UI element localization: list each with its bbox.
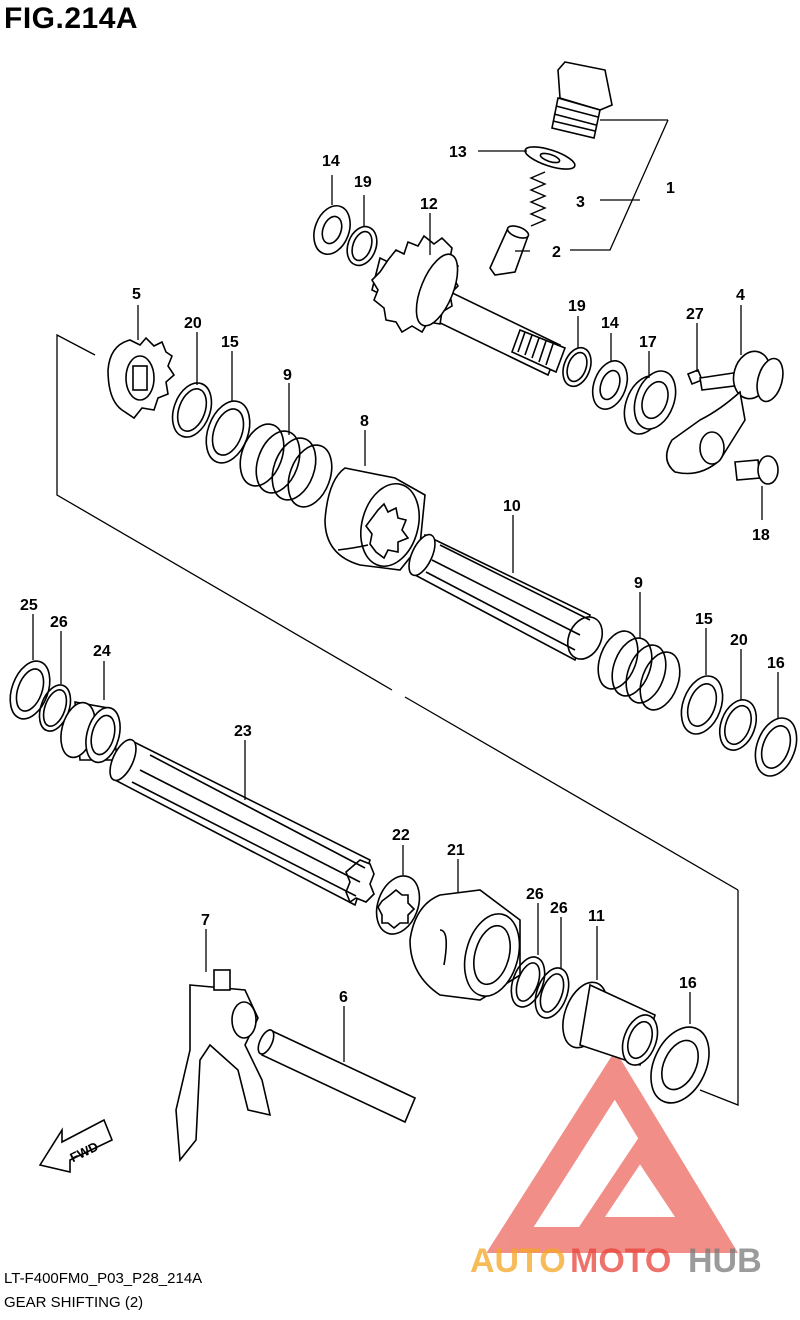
figure-code: LT-F400FM0_P03_P28_214A — [4, 1270, 203, 1287]
part-26-circlip-b — [510, 956, 546, 1008]
part-18-bolt — [734, 455, 779, 485]
part-20-circlip-a — [171, 382, 213, 438]
callout-23: 23 — [234, 723, 252, 740]
callout-3: 3 — [576, 194, 585, 211]
part-9-spring-b — [597, 630, 681, 711]
callout-9: 9 — [634, 575, 643, 592]
callout-17: 17 — [639, 334, 657, 351]
watermark-auto: AUTO — [470, 1242, 566, 1280]
part-26-circlip-c — [534, 967, 570, 1019]
callout-19: 19 — [568, 298, 586, 315]
part-20-circlip-b — [718, 699, 758, 751]
callout-9: 9 — [283, 367, 292, 384]
part-7-shift-fork — [175, 969, 272, 1163]
part-17-bearing — [623, 370, 677, 435]
callout-15: 15 — [695, 611, 713, 628]
callout-4: 4 — [736, 287, 745, 304]
part-14-washer-top — [313, 204, 351, 256]
part-15-washer-a — [205, 400, 251, 464]
callout-16: 16 — [679, 975, 697, 992]
callout-24: 24 — [93, 643, 111, 660]
watermark-logo — [486, 1050, 739, 1253]
watermark-hub: HUB — [688, 1242, 762, 1280]
callout-21: 21 — [447, 842, 465, 859]
part-8-shift-cam — [324, 467, 426, 571]
callout-14: 14 — [322, 153, 340, 170]
part-1-bolt — [551, 61, 613, 139]
part-6-fork-shaft — [257, 1028, 417, 1124]
part-12-shift-shaft — [370, 234, 567, 377]
callout-26: 26 — [50, 614, 68, 631]
part-2-pin — [489, 225, 530, 276]
callout-13: 13 — [449, 144, 467, 161]
watermark-text: AUTO MOTO HUB — [470, 1242, 762, 1280]
callout-26: 26 — [550, 900, 568, 917]
fwd-arrow-icon — [38, 1118, 114, 1174]
callout-19: 19 — [354, 174, 372, 191]
callout-25: 25 — [20, 597, 38, 614]
part-19-circlip-top — [346, 225, 378, 267]
callout-6: 6 — [339, 989, 348, 1006]
callout-12: 12 — [420, 196, 438, 213]
part-25-washer — [9, 660, 51, 720]
part-11-bearing-sleeve — [562, 981, 659, 1067]
part-14-washer-b — [591, 360, 629, 410]
frame-lines — [56, 119, 739, 1106]
part-15-washer-b — [680, 675, 724, 735]
figure-title: FIG.214A — [4, 2, 139, 35]
callout-22: 22 — [392, 827, 410, 844]
callout-7: 7 — [201, 912, 210, 929]
callout-20: 20 — [730, 632, 748, 649]
watermark-moto: MOTO — [570, 1242, 671, 1280]
callout-1: 1 — [666, 180, 675, 197]
part-23-shift-drum-shaft — [109, 738, 375, 907]
part-16-washer-a — [754, 717, 798, 777]
part-3-spring — [529, 171, 547, 227]
callout-20: 20 — [184, 315, 202, 332]
part-19-circlip-b — [562, 346, 592, 388]
part-22-pin-plate — [375, 875, 421, 935]
part-13-washer — [524, 146, 576, 170]
part-21-cam-gear — [409, 889, 521, 1001]
callout-26: 26 — [526, 886, 544, 903]
callout-27: 27 — [686, 306, 704, 323]
callout-5: 5 — [132, 286, 141, 303]
figure-description: GEAR SHIFTING (2) — [4, 1294, 144, 1311]
leader-lines — [32, 150, 779, 1062]
callout-16: 16 — [767, 655, 785, 672]
part-16-washer-b — [650, 1026, 710, 1104]
callout-10: 10 — [503, 498, 521, 515]
callout-8: 8 — [360, 413, 369, 430]
part-10-shift-drum — [408, 533, 604, 662]
callout-2: 2 — [552, 244, 561, 261]
callout-labels: 1 2 3 13 14 19 12 5 20 15 9 8 19 14 17 2… — [20, 144, 785, 1006]
callout-15: 15 — [221, 334, 239, 351]
part-9-spring-a — [239, 423, 333, 508]
callout-18: 18 — [752, 527, 770, 544]
callout-11: 11 — [588, 908, 605, 925]
callout-14: 14 — [601, 315, 619, 332]
part-5-gear-segment — [107, 336, 176, 420]
part-4-shift-arm — [665, 350, 784, 475]
